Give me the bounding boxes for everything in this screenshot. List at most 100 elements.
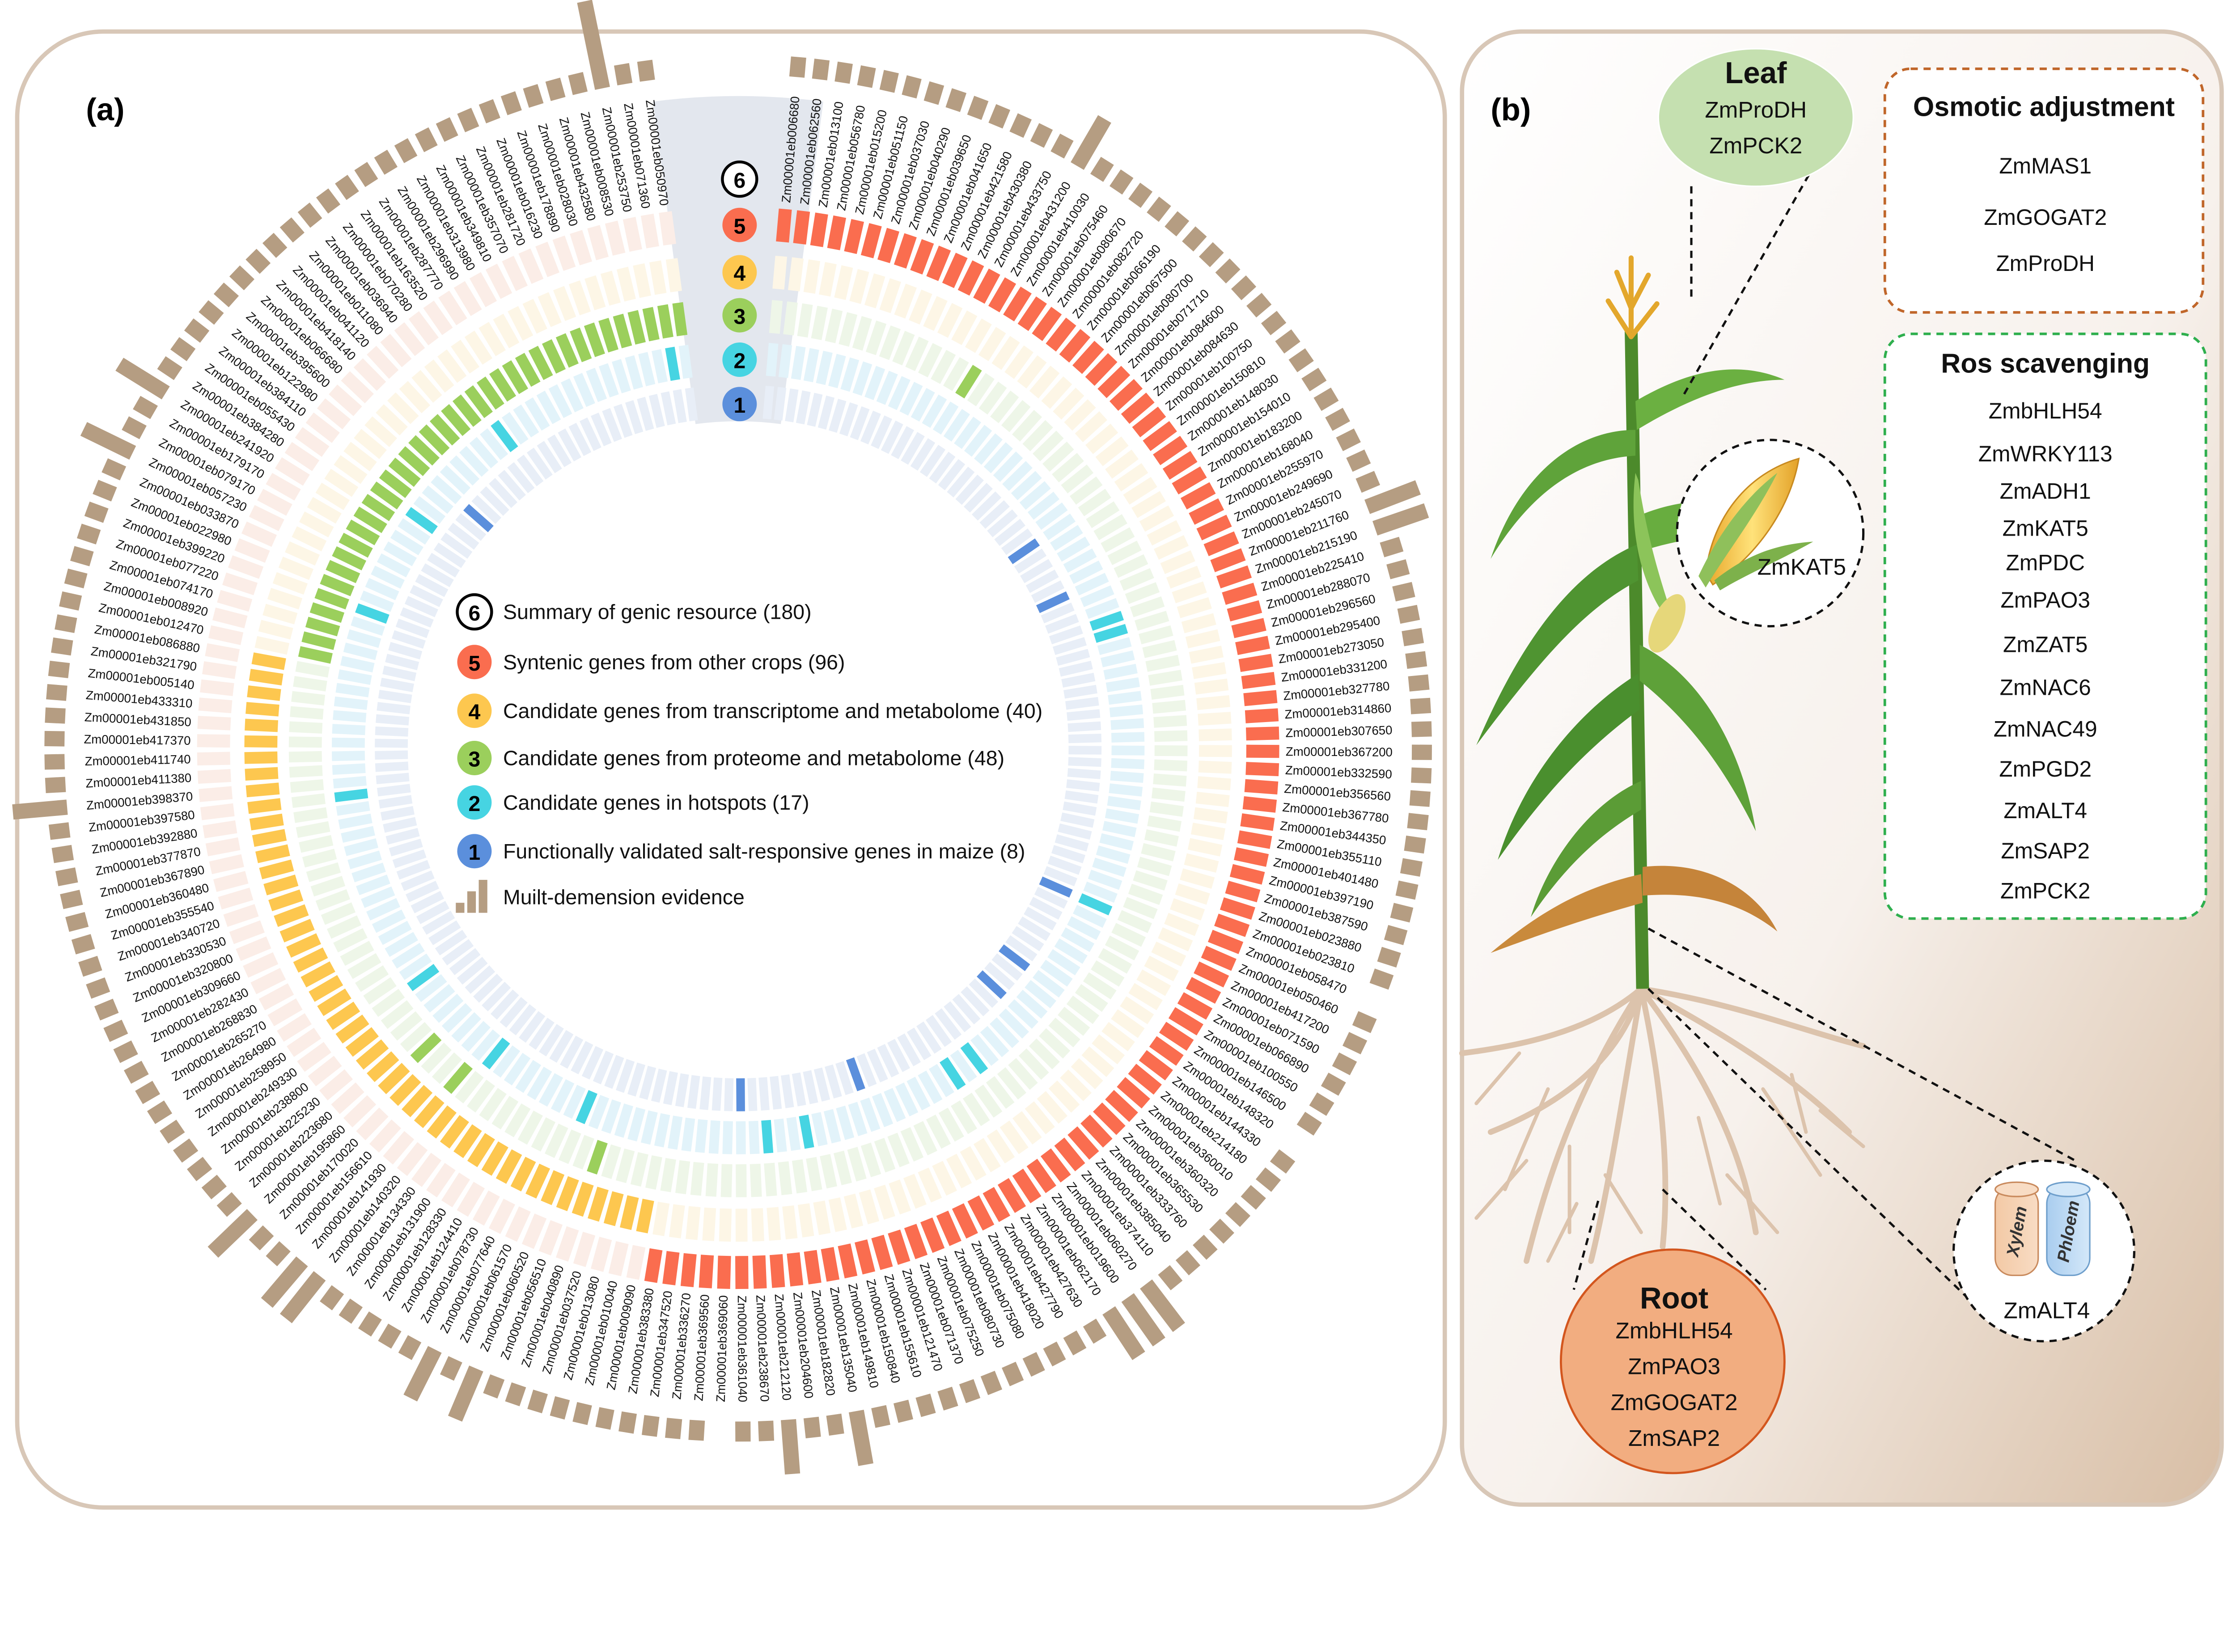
- evidence-bar: [483, 1374, 505, 1399]
- evidence-bar: [65, 912, 89, 932]
- track-3-cell: [332, 546, 367, 570]
- track-1-cell: [1018, 916, 1051, 941]
- track-5-cell: [1220, 897, 1255, 920]
- track-4-cell: [1105, 449, 1139, 479]
- track-5-cell: [1153, 435, 1188, 465]
- track-4-cell: [522, 299, 547, 334]
- track-3-cell: [642, 307, 660, 342]
- track-1-cell: [581, 1046, 604, 1080]
- gene-label: Zm00001eb369060: [714, 1295, 730, 1403]
- track-1-cell: [421, 563, 454, 587]
- track-1-cell: [385, 828, 420, 845]
- evidence-bar: [1083, 1318, 1107, 1344]
- track-4-cell: [652, 1201, 670, 1236]
- track-4-cell: [414, 1095, 445, 1128]
- roots-illustration: [1459, 986, 1867, 1264]
- track-5-cell: [699, 1255, 714, 1289]
- track-4-cell: [1172, 581, 1207, 604]
- track-5-cell: [1243, 690, 1278, 706]
- evidence-bar: [64, 568, 88, 589]
- track-4-cell: [1198, 761, 1232, 774]
- track-4-cell: [453, 1124, 482, 1158]
- evidence-bar: [208, 1209, 258, 1258]
- track-2-cell: [432, 993, 464, 1023]
- track-4-cell: [894, 283, 917, 319]
- osmotic-gene: ZmMAS1: [1999, 153, 2092, 178]
- legend-label: Candidate genes in hotspots (17): [503, 791, 809, 814]
- legend-badge-6: [456, 593, 493, 631]
- evidence-bars-icon: [456, 879, 487, 913]
- track-1-cell: [383, 817, 417, 833]
- track-2-cell: [970, 1034, 999, 1066]
- track-5-cell: [353, 358, 386, 391]
- gene-label: Zm00001eb361040: [735, 1295, 750, 1402]
- track-3-cell: [489, 368, 517, 402]
- track-5-cell: [411, 1153, 442, 1187]
- track-5-cell: [1012, 1168, 1042, 1204]
- track-2-cell: [864, 366, 885, 400]
- track-2-cell: [1027, 491, 1060, 520]
- track-1-cell: [382, 665, 417, 681]
- evidence-bar: [78, 955, 102, 977]
- track-1-cell: [938, 459, 966, 490]
- track-1-cell: [736, 1078, 745, 1111]
- evidence-bar: [48, 660, 70, 678]
- track-1-cell: [422, 911, 455, 935]
- track-3-cell: [1022, 420, 1053, 452]
- track-2-cell: [1109, 783, 1143, 797]
- track-1-cell: [529, 1018, 555, 1050]
- evidence-bar: [378, 1323, 402, 1349]
- track-1-cell: [758, 1077, 770, 1111]
- track-3-cell: [918, 343, 943, 377]
- track-5-cell: [1241, 672, 1276, 689]
- track-4-cell: [636, 1199, 654, 1234]
- track-3-cell: [1154, 730, 1188, 742]
- track-1-cell: [442, 939, 474, 966]
- track-3-cell: [657, 304, 673, 339]
- track-2-cell: [1035, 502, 1068, 530]
- evidence-bar: [84, 501, 109, 523]
- track-2-cell: [548, 384, 572, 418]
- track-3-cell: [1154, 759, 1188, 772]
- track-2-cell: [1107, 796, 1141, 811]
- track-1-cell: [1051, 845, 1086, 863]
- track-4-cell: [259, 859, 294, 879]
- track-3-cell: [1148, 670, 1183, 686]
- track-1-cell: [979, 500, 1010, 529]
- track-2-cell: [1057, 537, 1090, 562]
- evidence-bar: [545, 77, 566, 101]
- track-3-cell: [1153, 715, 1187, 728]
- evidence-bars: [12, 0, 1432, 1475]
- track-2-cell: [1110, 718, 1144, 730]
- track-5-cell: [297, 1042, 331, 1072]
- track-1-cell: [835, 1061, 854, 1095]
- track-2-cell: [1075, 573, 1109, 596]
- track-1-cell: [590, 412, 612, 447]
- track-3-cell: [320, 574, 355, 596]
- track-4-cell: [849, 269, 869, 304]
- evidence-bar: [374, 149, 398, 175]
- wedge-number-6: 6: [733, 169, 745, 193]
- track-5-cell: [1085, 353, 1118, 386]
- track-3-cell: [978, 381, 1007, 415]
- track-4-cell: [1041, 376, 1072, 409]
- evidence-bar: [398, 1335, 422, 1360]
- track-3-cell: [326, 915, 361, 939]
- track-5-cell: [1149, 1036, 1184, 1066]
- track-2-cell: [1111, 732, 1145, 743]
- track-1-cell: [1054, 834, 1089, 852]
- track-1-cell: [449, 948, 481, 976]
- evidence-bar: [758, 1420, 775, 1441]
- track-2-cell: [356, 875, 390, 896]
- track-5-cell: [257, 489, 292, 516]
- track-1-cell: [410, 585, 443, 607]
- track-5-cell: [973, 268, 1000, 304]
- track-4-cell: [247, 685, 281, 701]
- track-4-cell: [1095, 436, 1129, 466]
- track-5-cell: [218, 887, 254, 910]
- track-5-cell: [453, 281, 482, 316]
- osmotic-gene: ZmProDH: [1996, 251, 2095, 276]
- track-1-cell: [500, 997, 528, 1028]
- track-2-cell: [625, 355, 643, 390]
- track-5-cell: [329, 384, 362, 416]
